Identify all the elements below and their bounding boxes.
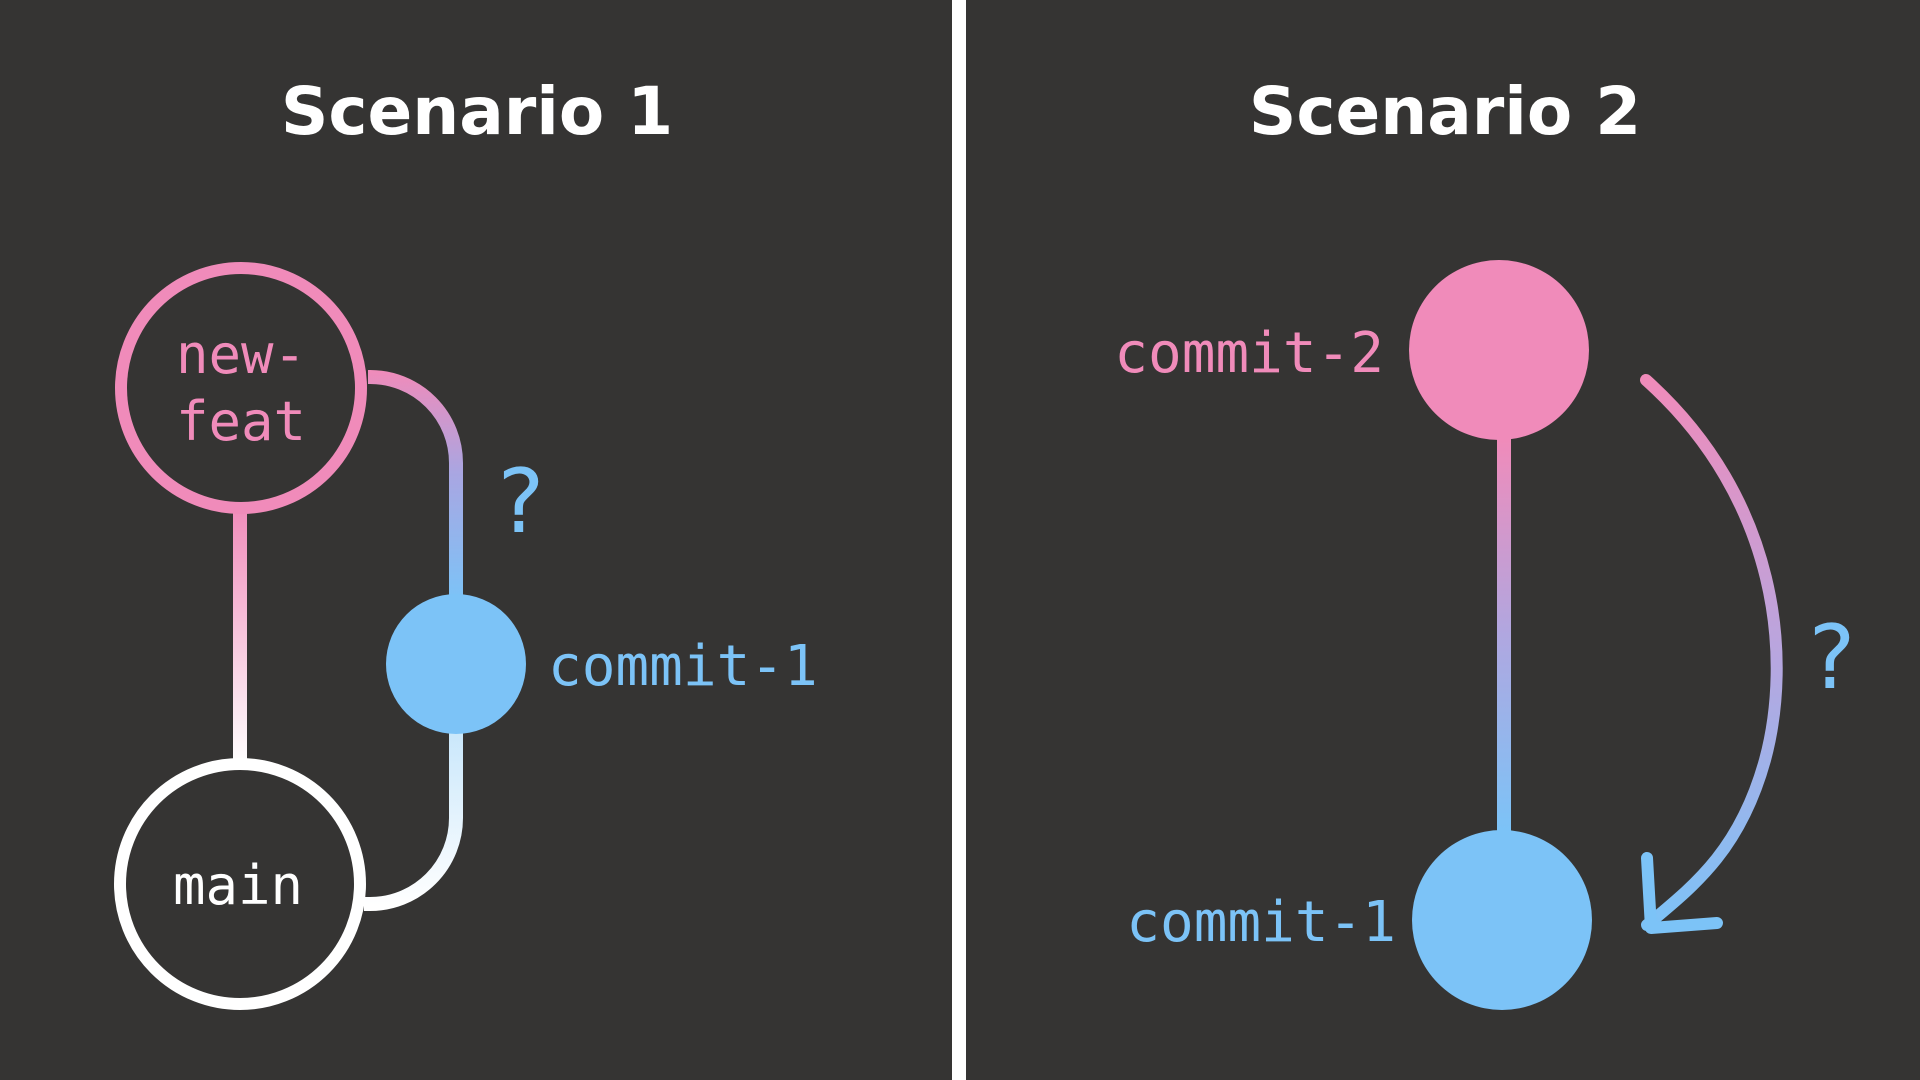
scenario-2-title: Scenario 2	[1249, 73, 1641, 150]
main-node	[114, 758, 366, 1010]
commit-1-label: commit-1	[548, 634, 818, 699]
lower-connector-curve	[364, 728, 463, 911]
commit-2-label: commit-2	[1114, 321, 1384, 386]
scenario-1-question-mark: ?	[498, 450, 545, 553]
new-feat-label-line1: new-	[176, 323, 306, 386]
scenario-2-question-mark: ?	[1809, 606, 1856, 709]
commit-2-node	[1409, 260, 1589, 440]
main-node-label: main	[173, 854, 303, 917]
commit-1-node	[386, 594, 526, 734]
commit-1-node-bottom	[1412, 830, 1592, 1010]
panel-divider	[952, 0, 966, 1080]
new-feat-node	[115, 262, 367, 514]
scenario-1-title: Scenario 1	[281, 73, 673, 150]
new-feat-label-line2: feat	[176, 390, 306, 453]
commit-1-label-bottom: commit-1	[1126, 890, 1396, 955]
reorder-arrow-curve	[1640, 374, 1783, 931]
reorder-arrow-head	[1641, 852, 1723, 934]
upper-connector-curve	[368, 370, 463, 598]
